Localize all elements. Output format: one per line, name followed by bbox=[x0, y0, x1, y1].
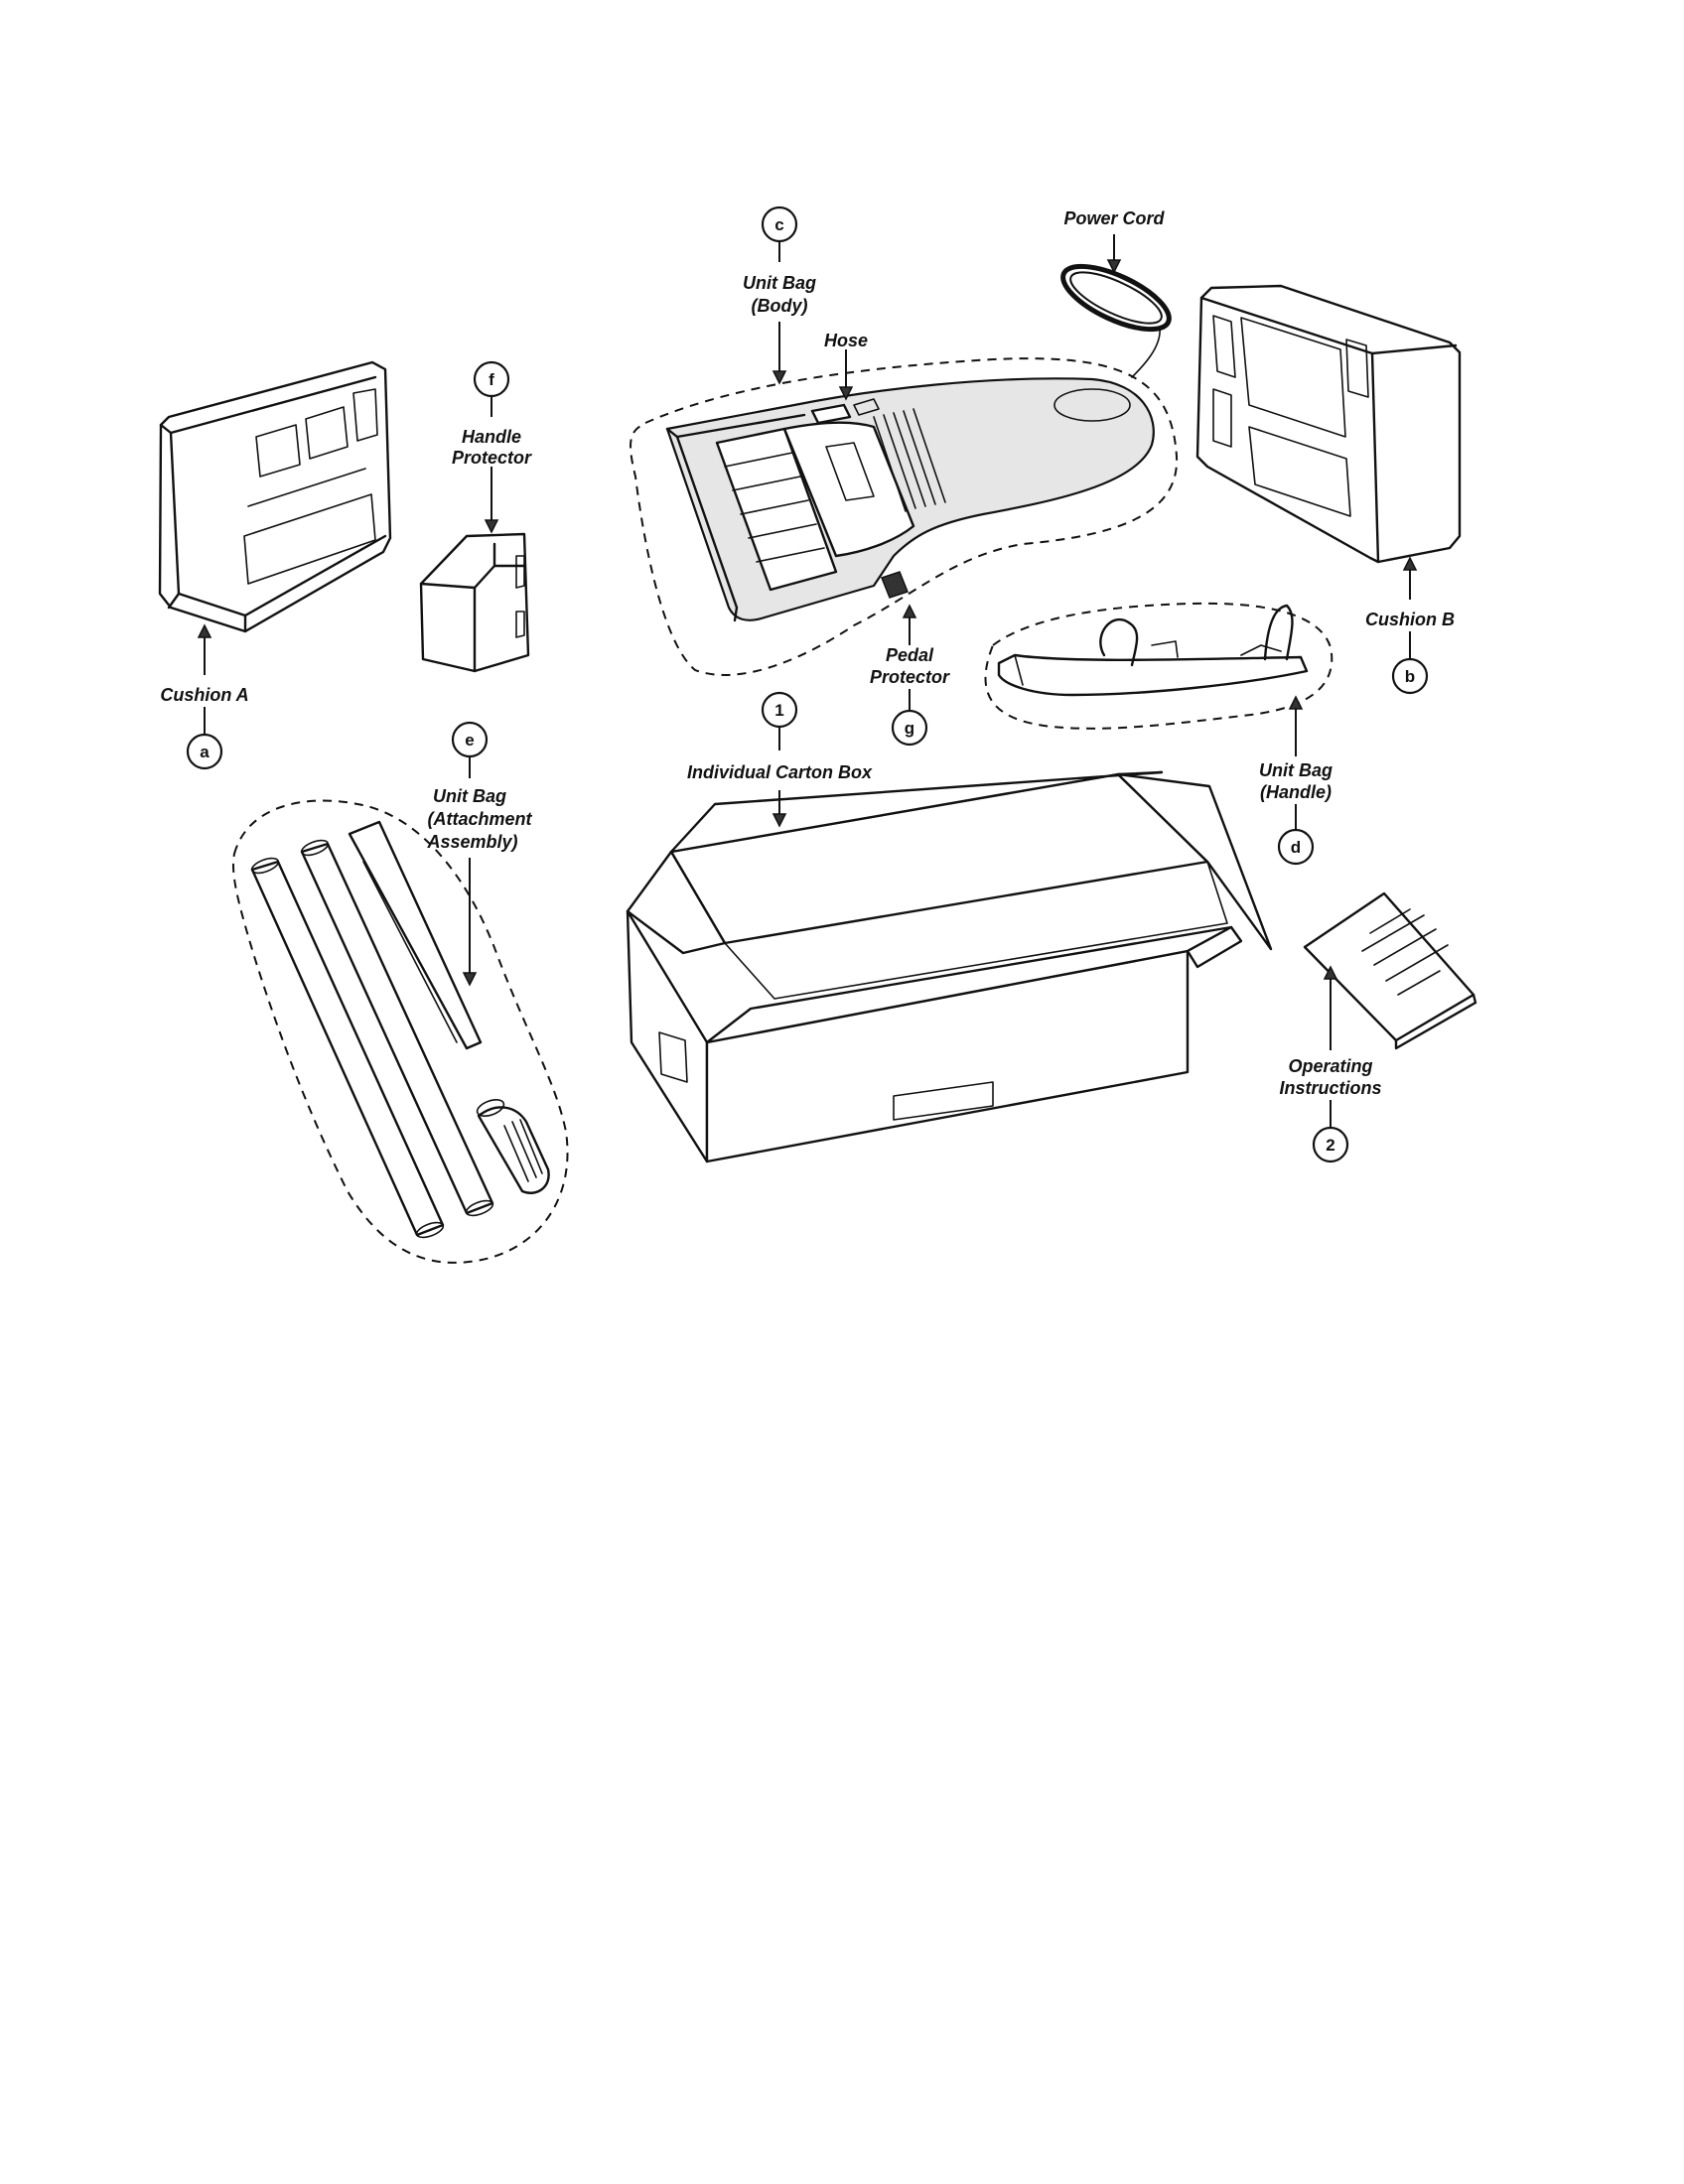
svg-text:e: e bbox=[465, 731, 474, 750]
ref-marker-a: a bbox=[186, 733, 223, 770]
label-individual-carton-box: Individual Carton Box bbox=[687, 762, 873, 782]
label-unit-bag-attachment-line2: (Attachment bbox=[427, 809, 532, 829]
handle-protector-drawing bbox=[419, 532, 530, 673]
ref-marker-1: 1 bbox=[761, 691, 798, 729]
svg-text:a: a bbox=[200, 743, 210, 761]
labels: Power Cord Unit Bag (Body) Hose Handle P… bbox=[160, 208, 1455, 1098]
ref-marker-d: d bbox=[1277, 828, 1315, 866]
svg-text:1: 1 bbox=[774, 701, 783, 720]
svg-text:f: f bbox=[489, 370, 494, 389]
svg-text:2: 2 bbox=[1326, 1136, 1334, 1155]
cushion-a-drawing bbox=[158, 360, 392, 633]
ref-marker-2: 2 bbox=[1312, 1126, 1349, 1163]
leader-lines bbox=[197, 234, 1418, 1128]
label-handle-protector-line1: Handle bbox=[462, 427, 521, 447]
ref-marker-c: c bbox=[761, 205, 798, 243]
label-unit-bag-body-line2: (Body) bbox=[752, 296, 808, 316]
label-unit-bag-body-line1: Unit Bag bbox=[743, 273, 816, 293]
reference-markers: c f a b g 1 e d bbox=[186, 205, 1429, 1163]
carton-box-drawing bbox=[626, 770, 1273, 1163]
operating-instructions-drawing bbox=[1303, 891, 1477, 1050]
svg-text:c: c bbox=[774, 215, 783, 234]
unit-bag-handle-drawing bbox=[984, 602, 1333, 730]
label-handle-protector-line2: Protector bbox=[452, 448, 532, 468]
ref-marker-e: e bbox=[451, 721, 489, 758]
label-unit-bag-attachment-line1: Unit Bag bbox=[433, 786, 506, 806]
ref-marker-f: f bbox=[473, 360, 510, 398]
unit-bag-body-drawing bbox=[630, 357, 1179, 676]
label-cushion-b: Cushion B bbox=[1365, 610, 1455, 629]
label-operating-instructions-line2: Instructions bbox=[1279, 1078, 1381, 1098]
label-unit-bag-attachment-line3: Assembly) bbox=[426, 832, 517, 852]
svg-text:b: b bbox=[1405, 667, 1415, 686]
label-cushion-a: Cushion A bbox=[160, 685, 248, 705]
svg-text:g: g bbox=[905, 719, 914, 738]
cushion-b-drawing bbox=[1195, 284, 1462, 564]
label-pedal-protector-line2: Protector bbox=[870, 667, 950, 687]
label-unit-bag-handle-line1: Unit Bag bbox=[1259, 760, 1333, 780]
label-unit-bag-handle-line2: (Handle) bbox=[1260, 782, 1332, 802]
ref-marker-b: b bbox=[1391, 657, 1429, 695]
label-hose: Hose bbox=[824, 331, 868, 350]
unit-bag-attachment-drawing bbox=[231, 799, 569, 1264]
svg-text:d: d bbox=[1291, 838, 1301, 857]
label-power-cord: Power Cord bbox=[1063, 208, 1165, 228]
label-pedal-protector-line1: Pedal bbox=[886, 645, 934, 665]
power-cord-drawing bbox=[1060, 263, 1172, 378]
label-operating-instructions-line1: Operating bbox=[1288, 1056, 1372, 1076]
ref-marker-g: g bbox=[891, 709, 928, 747]
